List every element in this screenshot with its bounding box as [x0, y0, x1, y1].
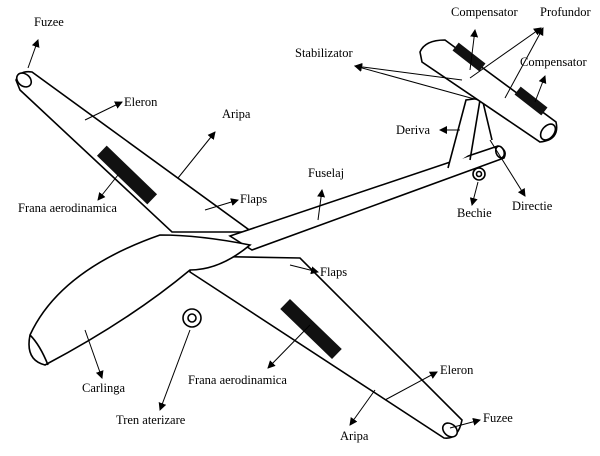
horizontal-stabilizer — [419, 39, 558, 143]
label-bechie: Bechie — [457, 206, 492, 220]
label-carlinga: Carlinga — [82, 381, 126, 395]
label-flaps-top: Flaps — [240, 192, 268, 206]
fuselage-boom — [228, 145, 506, 251]
airbrake-top — [96, 145, 158, 205]
label-fuzee-top: Fuzee — [34, 15, 64, 29]
compensator-tab-right — [514, 86, 548, 116]
label-stabilizator: Stabilizator — [295, 46, 353, 60]
label-eleron-top: Eleron — [124, 95, 158, 109]
compensator-tab-top — [452, 42, 486, 72]
airbrake-bottom — [280, 298, 342, 360]
label-compensator-right: Compensator — [520, 55, 587, 69]
label-eleron-bottom: Eleron — [440, 363, 474, 377]
label-aripa-bottom: Aripa — [340, 429, 369, 443]
label-fuselaj: Fuselaj — [308, 166, 345, 180]
label-frana-aerodinamica-bottom: Frana aerodinamica — [188, 373, 287, 387]
label-directie: Directie — [512, 199, 553, 213]
wingtip-top — [15, 72, 33, 88]
label-fuzee-bottom: Fuzee — [483, 411, 513, 425]
cockpit — [28, 234, 252, 366]
label-tren-aterizare: Tren aterizare — [116, 413, 186, 427]
label-frana-aerodinamica-top: Frana aerodinamica — [18, 201, 117, 215]
label-aripa-top: Aripa — [222, 107, 251, 121]
leader-arrows — [27, 27, 547, 429]
label-compensator-top: Compensator — [451, 5, 518, 19]
label-flaps-bottom: Flaps — [320, 265, 348, 279]
label-deriva: Deriva — [396, 123, 431, 137]
label-profundor: Profundor — [540, 5, 591, 19]
